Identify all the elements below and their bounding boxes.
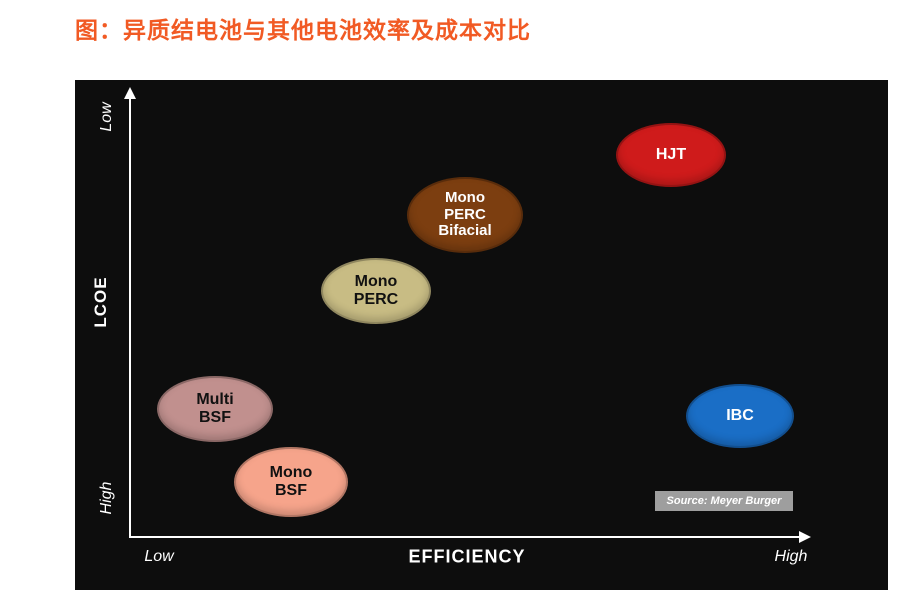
bubble-mono-perc-bifacial: Mono PERC Bifacial: [407, 177, 523, 253]
x-axis-line: [129, 536, 801, 538]
x-axis-high-label: High: [774, 548, 808, 565]
x-axis-low-label: Low: [144, 548, 174, 565]
y-axis-arrowhead: [124, 87, 136, 99]
y-axis-line: [129, 98, 131, 538]
source-label: Source: Meyer Burger: [655, 491, 793, 511]
bubble-hjt: HJT: [616, 123, 726, 187]
chart-area: Low LCOE High Low EFFICIENCY High Multi …: [75, 80, 888, 590]
bubble-multi-bsf: Multi BSF: [157, 376, 273, 442]
bubble-ibc: IBC: [686, 384, 794, 448]
page-title: 图：异质结电池与其他电池效率及成本对比: [75, 17, 531, 43]
bubble-mono-perc: Mono PERC: [321, 258, 431, 324]
bubble-mono-bsf: Mono BSF: [234, 447, 348, 517]
x-axis-title: EFFICIENCY: [408, 546, 526, 567]
x-axis-arrowhead: [799, 531, 811, 543]
